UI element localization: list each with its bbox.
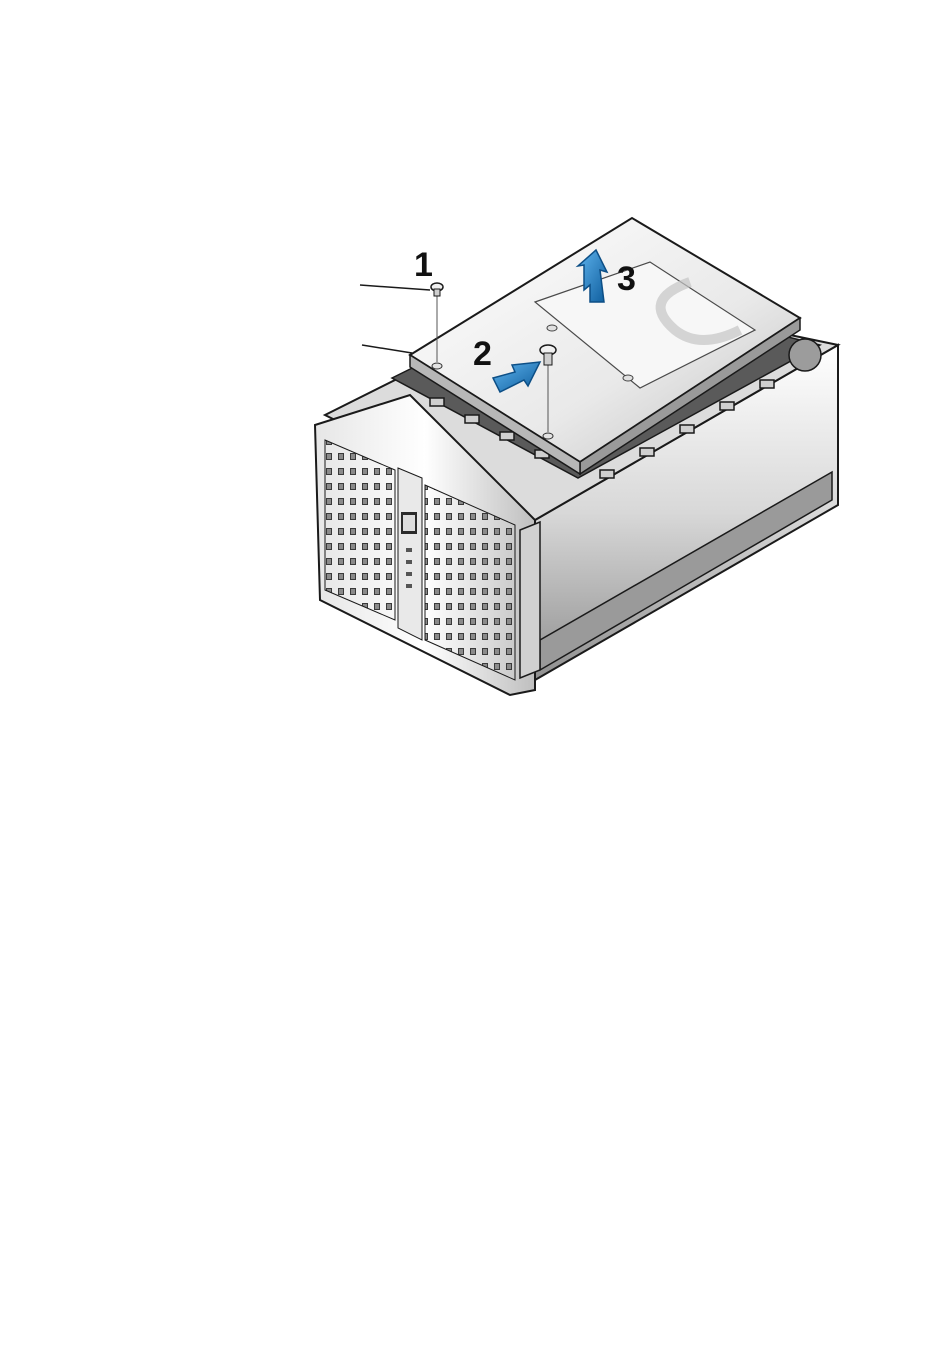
leader-line-cover <box>362 345 412 353</box>
bezel-center-strip <box>398 468 422 640</box>
step-label-1: 1 <box>414 246 433 284</box>
leader-line-screw <box>360 285 430 290</box>
fan <box>789 339 821 371</box>
dell-logo-icon <box>401 512 417 534</box>
step-label-2: 2 <box>473 335 492 373</box>
step-label-3: 3 <box>617 260 636 298</box>
